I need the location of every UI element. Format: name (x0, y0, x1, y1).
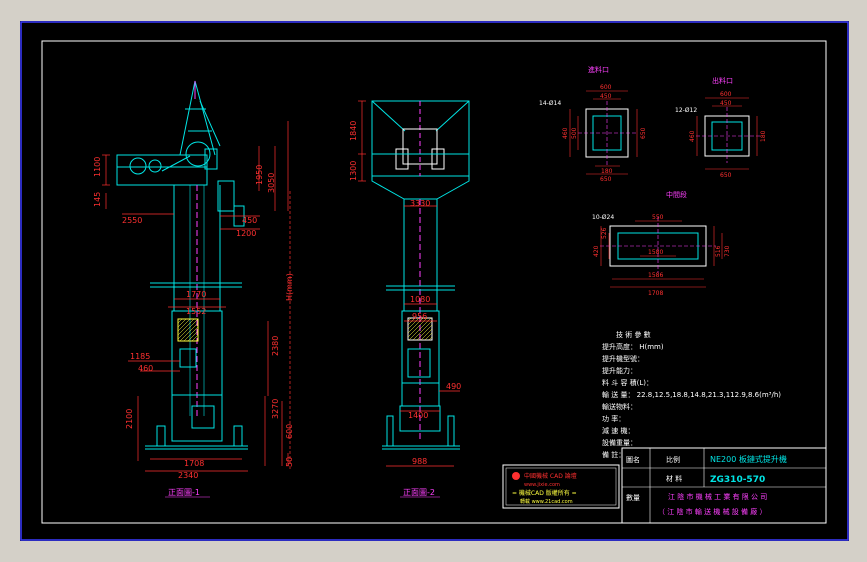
spec-title: 技 術 參 數 (616, 330, 651, 339)
spec-block: 技 術 參 數 提升高度： H(mm) 提升機型號： 提升能力： 料 斗 容 積… (602, 330, 781, 459)
inlet-title: 進料口 (588, 65, 609, 74)
dim-1770: 1770 (186, 290, 206, 299)
section-right1: 516 (715, 245, 722, 257)
outlet-left: 460 (689, 130, 696, 142)
section-hole: 10-Ø24 (592, 214, 614, 221)
dim-2550: 2550 (122, 216, 142, 225)
tb-label-material: 材 料 (666, 474, 682, 483)
dim-2100: 2100 (125, 409, 134, 429)
side-dimensions (358, 100, 460, 467)
inlet-b1: 180 (601, 168, 613, 175)
dim-1950: 1950 (255, 165, 264, 185)
tb-company2: （ 江 陰 市 輸 送 機 械 設 備 廠 ） (658, 507, 766, 516)
spec-row-3: 料 斗 容 積(L)： (602, 378, 653, 387)
tb-label-qty: 數量 (626, 493, 640, 502)
spec-row-4: 輸 送 量： 22.8,12.5,18.8,14.8,21.3,112.9,8.… (602, 390, 781, 399)
dim-3270: 3270 (271, 399, 280, 419)
logo-line1: 中國機械 CAD 論壇 (524, 472, 577, 480)
section-top: 550 (652, 214, 664, 221)
dim-2340: 2340 (178, 471, 198, 480)
section-b1: 1586 (648, 272, 663, 279)
tb-label-scale: 比例 (666, 455, 680, 464)
dim-hmm: H(mm) (285, 273, 294, 301)
spec-row-2: 提升能力： (602, 366, 637, 375)
dim-1185: 1185 (130, 352, 150, 361)
inlet-top1: 600 (600, 84, 612, 91)
section-b2: 1708 (648, 290, 663, 297)
dim-1100: 1100 (93, 157, 102, 177)
outlet-top1: 600 (720, 91, 732, 98)
logo-box: 中國機械 CAD 論壇 www.jixie.com = 機械CAD 版權所有 =… (502, 464, 620, 509)
section-inner: 1580 (648, 249, 663, 256)
outlet-top2: 450 (720, 100, 732, 107)
inlet-top2: 450 (600, 93, 612, 100)
dim-2380: 2380 (271, 336, 280, 356)
dim-1080: 1080 (410, 295, 430, 304)
front-dim-texts: 1100 145 2550 1950 3050 450 1200 1770 15… (93, 157, 294, 480)
spec-row-0: 提升高度： H(mm) (602, 342, 664, 351)
spec-row-5: 輸送物料： (602, 402, 637, 411)
outlet-hole: 12-Ø12 (675, 107, 697, 114)
side-drive-hatch (408, 318, 432, 340)
outlet-bottom: 650 (720, 172, 732, 179)
dim-490: 490 (446, 382, 461, 391)
detail-section: 中間段 10-Ø24 550 420 (592, 190, 731, 297)
dim-1552: 1552 (186, 307, 206, 316)
inlet-left: 460 (562, 127, 569, 139)
dim-1708: 1708 (184, 459, 204, 468)
outlet-title: 出料口 (712, 76, 733, 85)
dim-1840: 1840 (349, 121, 358, 141)
tb-drawing-name: NE200 板鏈式提升機 (710, 454, 787, 464)
spec-row-8: 設備重量： (602, 438, 637, 447)
dim-956: 956 (412, 312, 427, 321)
dim-450: 450 (242, 216, 257, 225)
detail-inlet: 進料口 14-Ø14 600 450 4 (539, 65, 647, 183)
dim-1300: 1300 (349, 161, 358, 181)
tb-drawing-no: ZG310-570 (710, 475, 765, 485)
inlet-inner: 500 (571, 127, 578, 139)
dim-50: 50 (285, 457, 294, 467)
logo-line2: www.jixie.com (524, 482, 560, 488)
tb-company1: 江 陰 市 機 械 工 業 有 限 公 司 (668, 492, 767, 501)
spec-row-6: 功 率： (602, 414, 625, 423)
dim-600: 600 (285, 424, 294, 439)
front-view (116, 80, 248, 450)
spec-row-1: 提升機型號： (602, 354, 644, 363)
section-left2: 526 (601, 227, 608, 239)
dim-3050: 3050 (267, 173, 276, 193)
logo-line3: = 機械CAD 版權所有 = (512, 489, 577, 497)
tb-label-drawing: 圖名 (626, 455, 640, 464)
outer-frame (20, 21, 849, 541)
dim-1400: 1400 (408, 411, 428, 420)
section-title: 中間段 (666, 190, 687, 199)
front-dimensions (102, 121, 291, 472)
section-left1: 420 (593, 245, 600, 257)
spec-row-7: 減 速 機： (602, 426, 634, 435)
dim-460: 460 (138, 364, 153, 373)
inner-frame (41, 40, 827, 524)
inlet-right: 650 (640, 127, 647, 139)
section-right2: 730 (724, 245, 731, 257)
view-label-front: 正面圖-1 (168, 488, 200, 497)
front-drive-hatch (178, 319, 198, 341)
drawing-svg: 1100 145 2550 1950 3050 450 1200 1770 15… (20, 21, 849, 541)
title-block: 圖名 比例 NE200 板鏈式提升機 材 料 ZG310-570 數量 江 陰 … (621, 447, 827, 524)
side-view (371, 100, 470, 450)
dim-3330: 3330 (410, 199, 430, 208)
dim-1200: 1200 (236, 229, 256, 238)
dim-145: 145 (93, 192, 102, 207)
drawing-canvas[interactable]: 1100 145 2550 1950 3050 450 1200 1770 15… (20, 21, 849, 541)
inlet-b2: 650 (600, 176, 612, 183)
inlet-hole: 14-Ø14 (539, 100, 561, 107)
side-dim-texts: 1840 1300 3330 1080 956 490 1400 988 (349, 121, 461, 466)
dim-988: 988 (412, 457, 427, 466)
logo-icon (512, 472, 520, 480)
view-label-side: 正面圖-2 (403, 488, 435, 497)
outlet-right: 180 (760, 130, 767, 142)
spec-row-9: 備 註： (602, 450, 625, 459)
detail-outlet: 出料口 12-Ø12 600 450 460 180 (675, 76, 767, 179)
logo-line4: 轉載 www.21cad.com (520, 498, 573, 505)
